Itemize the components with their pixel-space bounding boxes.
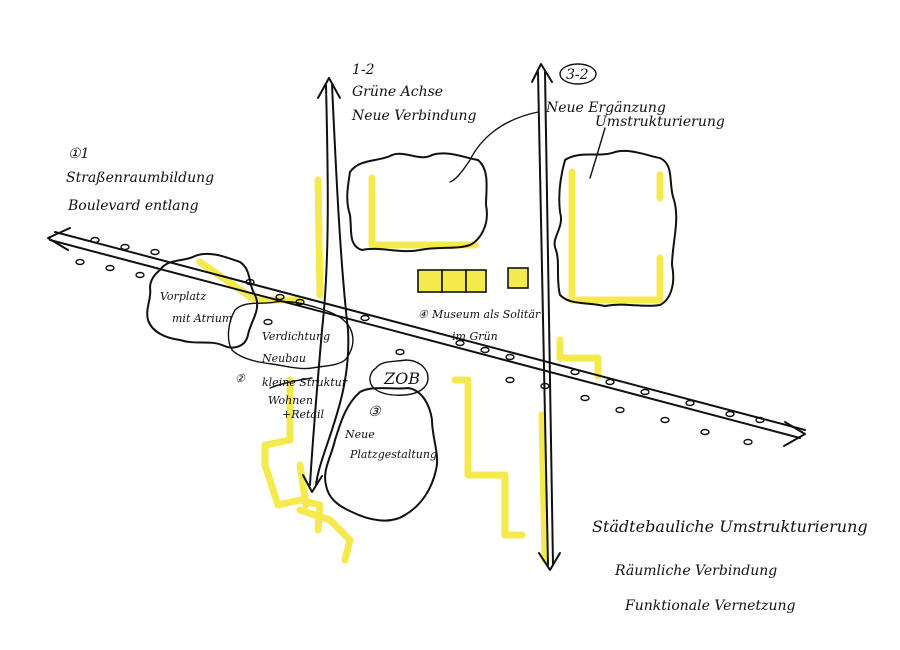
label-1-line2: Boulevard entlang	[67, 198, 199, 214]
museum-line2: im Grün	[452, 330, 498, 343]
label-museum: ④ Museum als Solitär im Grün	[418, 308, 541, 343]
summary-line3: Funktionale Vernetzung	[624, 598, 795, 614]
museum-block	[417, 267, 529, 293]
museum-rect-1	[417, 269, 443, 293]
summary-line2: Räumliche Verbindung	[614, 563, 777, 579]
tree-row-bottom	[75, 258, 753, 446]
summary-line1: Städtebauliche Umstrukturierung	[592, 517, 868, 536]
wohnen-line1: Wohnen	[268, 394, 313, 407]
label-3-number: 3-2	[566, 67, 589, 83]
label-2-line2: Neue Verbindung	[351, 108, 477, 124]
tree-row-top	[90, 236, 765, 424]
label-neubau: Neubau ② kleine Struktur	[235, 352, 348, 389]
museum-rect-3	[465, 269, 487, 293]
label-1-line1: Straßenraumbildung	[66, 170, 214, 186]
label-platz: ③ Neue Platzgestaltung	[344, 404, 437, 461]
museum-rect-2	[441, 269, 467, 293]
summary-notes: Städtebauliche Umstrukturierung Räumlich…	[592, 517, 868, 614]
label-2-number: 1-2	[352, 62, 375, 78]
neubau-line2: kleine Struktur	[262, 376, 348, 389]
label-num-2: ②	[235, 372, 246, 385]
label-vorplatz: Vorplatz mit Atrium	[160, 290, 232, 325]
label-1-number: ①1	[68, 146, 89, 162]
label-3-circle	[559, 63, 597, 85]
label-3: 3-2 Neue Ergänzung Umstrukturierung	[545, 63, 725, 130]
neubau-line1: Neubau	[261, 352, 306, 365]
museum-number: ④	[418, 308, 429, 321]
cloud-vorplatz	[146, 252, 259, 349]
label-2-line1: Grüne Achse	[352, 84, 443, 100]
label-3-line2: Umstrukturierung	[595, 114, 725, 130]
platz-line1: Neue	[344, 428, 375, 441]
label-num-3: ③	[368, 404, 382, 420]
boulevard	[47, 227, 806, 447]
label-3-line1: Neue Ergänzung	[545, 100, 666, 116]
platz-line2: Platzgestaltung	[349, 448, 437, 461]
wohnen-line2: +Retail	[282, 408, 325, 421]
cloud-verdichtung	[227, 300, 354, 370]
cloud-shapes	[146, 149, 678, 522]
right-axis	[531, 63, 561, 571]
cloud-zob	[369, 359, 429, 396]
label-zob: ZOB	[383, 369, 420, 388]
cloud-platz	[324, 387, 439, 522]
leader-lines	[269, 111, 606, 389]
vorplatz-line2: mit Atrium	[172, 312, 232, 325]
museum-line1: Museum als Solitär	[431, 308, 541, 321]
green-axis	[302, 77, 350, 493]
label-wohnen: Wohnen +Retail	[268, 394, 325, 421]
label-verdichtung: Verdichtung	[262, 330, 330, 343]
vorplatz-line1: Vorplatz	[160, 290, 206, 303]
label-1: ①1 Straßenraumbildung Boulevard entlang	[66, 146, 214, 214]
museum-rect-4	[507, 267, 529, 289]
label-2: 1-2 Grüne Achse Neue Verbindung	[351, 62, 477, 124]
yellow-building-edges	[196, 168, 664, 564]
cloud-top-right	[553, 149, 678, 307]
cloud-top-left	[346, 152, 488, 253]
